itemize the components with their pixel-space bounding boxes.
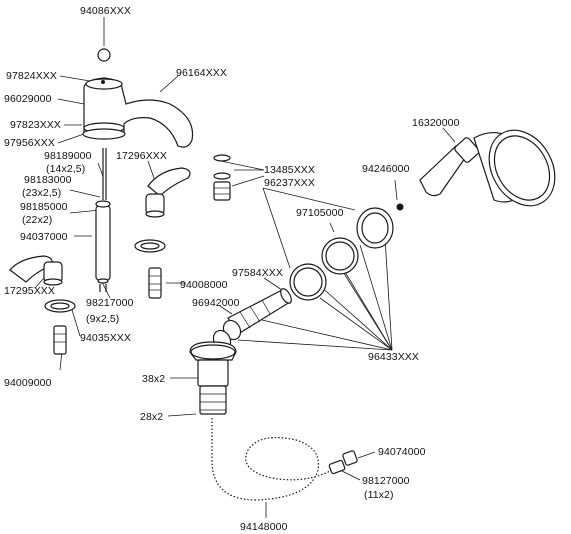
right-handle-assembly <box>134 167 191 299</box>
label-96433: 96433XXX <box>368 351 419 363</box>
label-94246: 94246000 <box>362 163 410 175</box>
label-16320: 16320000 <box>412 117 460 129</box>
label-94037: 94037000 <box>20 231 68 243</box>
label-96942: 96942000 <box>192 297 240 309</box>
label-13485: 13485XXX <box>264 164 315 176</box>
label-97956: 97956XXX <box>4 137 55 149</box>
label-97823: 97823XXX <box>10 119 61 131</box>
label-98185-dim: (22x2) <box>22 214 52 226</box>
label-97824: 97824XXX <box>6 70 57 82</box>
leader-lines <box>34 17 456 518</box>
label-98127: 98127000 <box>362 475 410 487</box>
label-94009: 94009000 <box>4 377 52 389</box>
label-17295: 17295XXX <box>4 285 55 297</box>
label-94008: 94008000 <box>180 279 228 291</box>
label-97584: 97584XXX <box>232 267 283 279</box>
seal-rings <box>289 207 394 301</box>
hose-fitting <box>189 341 237 415</box>
label-98183-dim: (23x2,5) <box>22 187 61 199</box>
label-98217: 98217000 <box>86 297 134 309</box>
label-98217-dim: (9x2,5) <box>86 313 119 325</box>
label-17296: 17296XXX <box>116 150 167 162</box>
left-handle-assembly <box>9 255 76 355</box>
spout-assembly <box>82 48 194 292</box>
label-96164: 96164XXX <box>176 67 227 79</box>
label-38x2: 38x2 <box>142 373 165 385</box>
label-97105: 97105000 <box>296 207 344 219</box>
part-labels: 94086XXX 97824XXX 96029000 97823XXX 9795… <box>4 5 460 533</box>
label-94086: 94086XXX <box>80 5 131 17</box>
label-98189-dim: (14x2,5) <box>46 163 85 175</box>
label-98189: 98189000 <box>44 150 92 162</box>
label-94148: 94148000 <box>240 521 288 533</box>
label-98127-dim: (11x2) <box>364 489 394 501</box>
label-96029: 96029000 <box>4 93 52 105</box>
label-28x2: 28x2 <box>140 411 163 423</box>
hand-shower <box>396 129 556 211</box>
hose <box>209 418 358 503</box>
label-94074: 94074000 <box>378 446 426 458</box>
label-98185: 98185000 <box>20 201 68 213</box>
aerator <box>213 154 231 201</box>
label-98183: 98183000 <box>24 174 72 186</box>
label-94035: 94035XXX <box>80 332 131 344</box>
label-96237: 96237XXX <box>264 177 315 189</box>
